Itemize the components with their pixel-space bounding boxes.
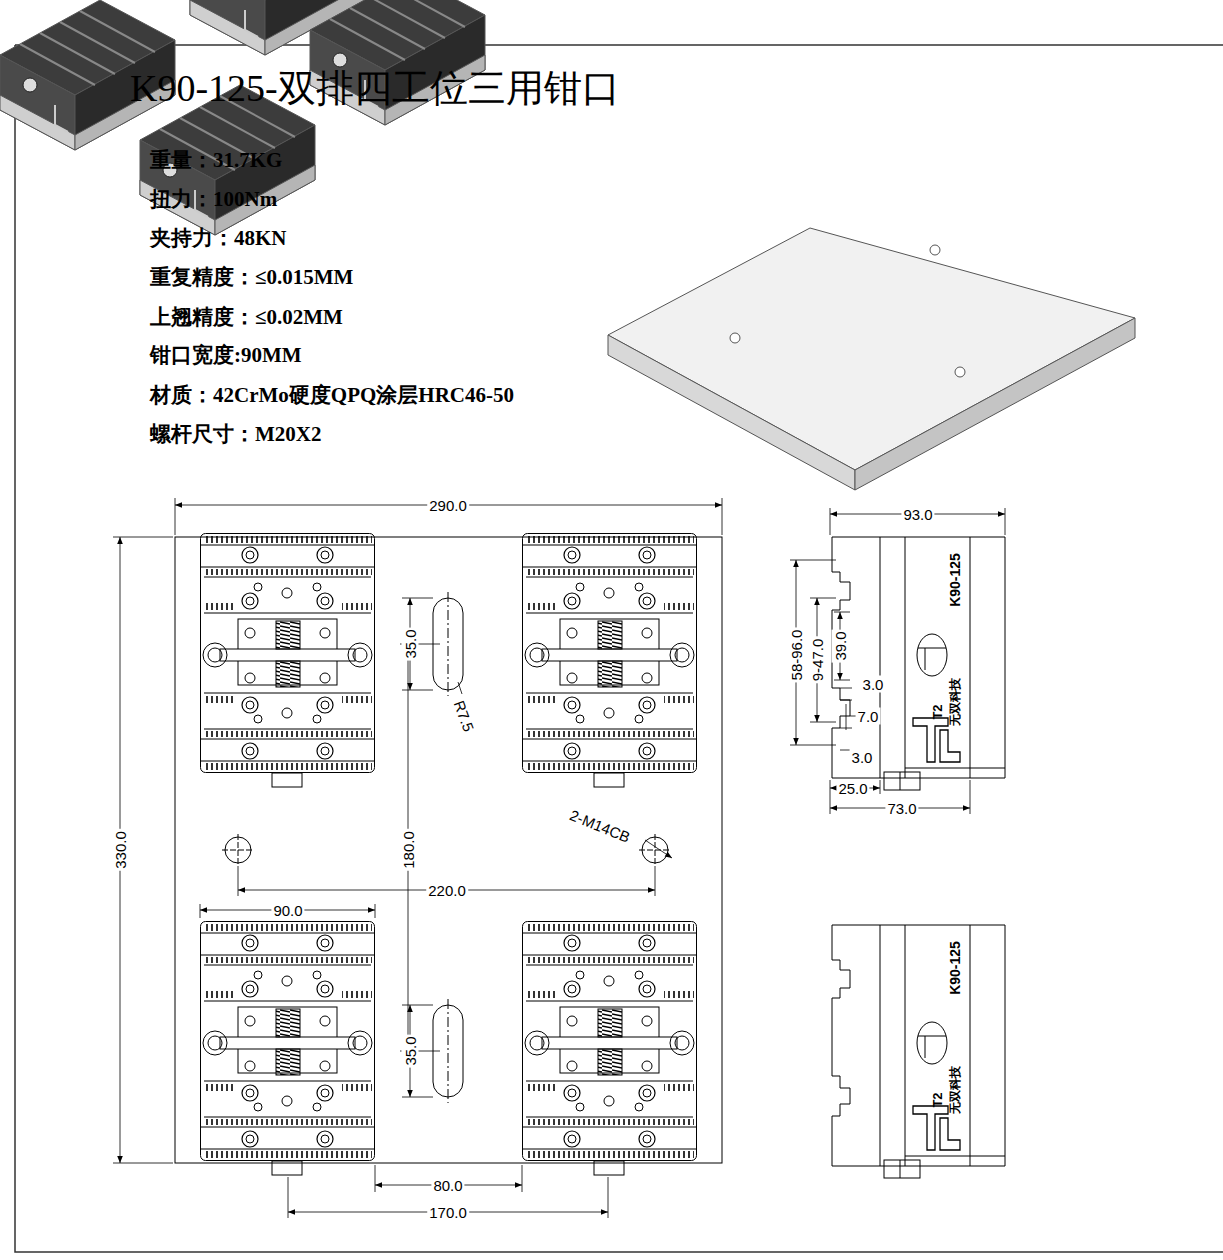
logo-text: T2 (931, 704, 944, 719)
dimension: 35.0 (402, 1034, 419, 1067)
dimension: 39.0 (832, 629, 849, 662)
dimension: 80.0 (431, 1177, 464, 1194)
dimension: 93.0 (901, 506, 934, 523)
dimension: 330.0 (112, 829, 129, 871)
dimension: 73.0 (885, 800, 918, 817)
iso-view (0, 0, 1135, 490)
brand-name: 无双科技 (949, 1066, 961, 1114)
dimension: 7.0 (856, 708, 881, 725)
brand-name: 无双科技 (949, 678, 961, 726)
model-mark: K90-125 (948, 553, 962, 607)
dimension: 25.0 (836, 780, 869, 797)
spec-line: 重复精度：≤0.015MM (150, 267, 353, 288)
model-mark: K90-125 (948, 941, 962, 995)
title: K90-125-双排四工位三用钳口 (130, 69, 620, 107)
dimension: 3.0 (850, 749, 875, 766)
dimension: 58-96.0 (788, 628, 805, 683)
dimension: 180.0 (400, 829, 417, 871)
dimension: 170.0 (427, 1204, 469, 1221)
dimension: R7.5 (450, 696, 478, 735)
dimension: 35.0 (402, 627, 419, 660)
dimension: 220.0 (426, 882, 468, 899)
spec-line: 夹持力：48KN (150, 228, 287, 249)
spec-line: 钳口宽度:90MM (150, 345, 302, 366)
dimension: 290.0 (427, 497, 469, 514)
dimension: 3.0 (861, 676, 886, 693)
dimension: 2-M14CB (566, 806, 635, 847)
spec-line: 扭力：100Nm (150, 189, 277, 210)
dimension: 90.0 (271, 902, 304, 919)
logo-text: T2 (931, 1092, 944, 1107)
dimension: 9-47.0 (809, 637, 826, 684)
spec-line: 螺杆尺寸：M20X2 (150, 424, 322, 445)
spec-line: 重量：31.7KG (150, 150, 282, 171)
spec-line: 材质：42CrMo硬度QPQ涂层HRC46-50 (150, 385, 514, 406)
spec-line: 上翘精度：≤0.02MM (150, 307, 343, 328)
